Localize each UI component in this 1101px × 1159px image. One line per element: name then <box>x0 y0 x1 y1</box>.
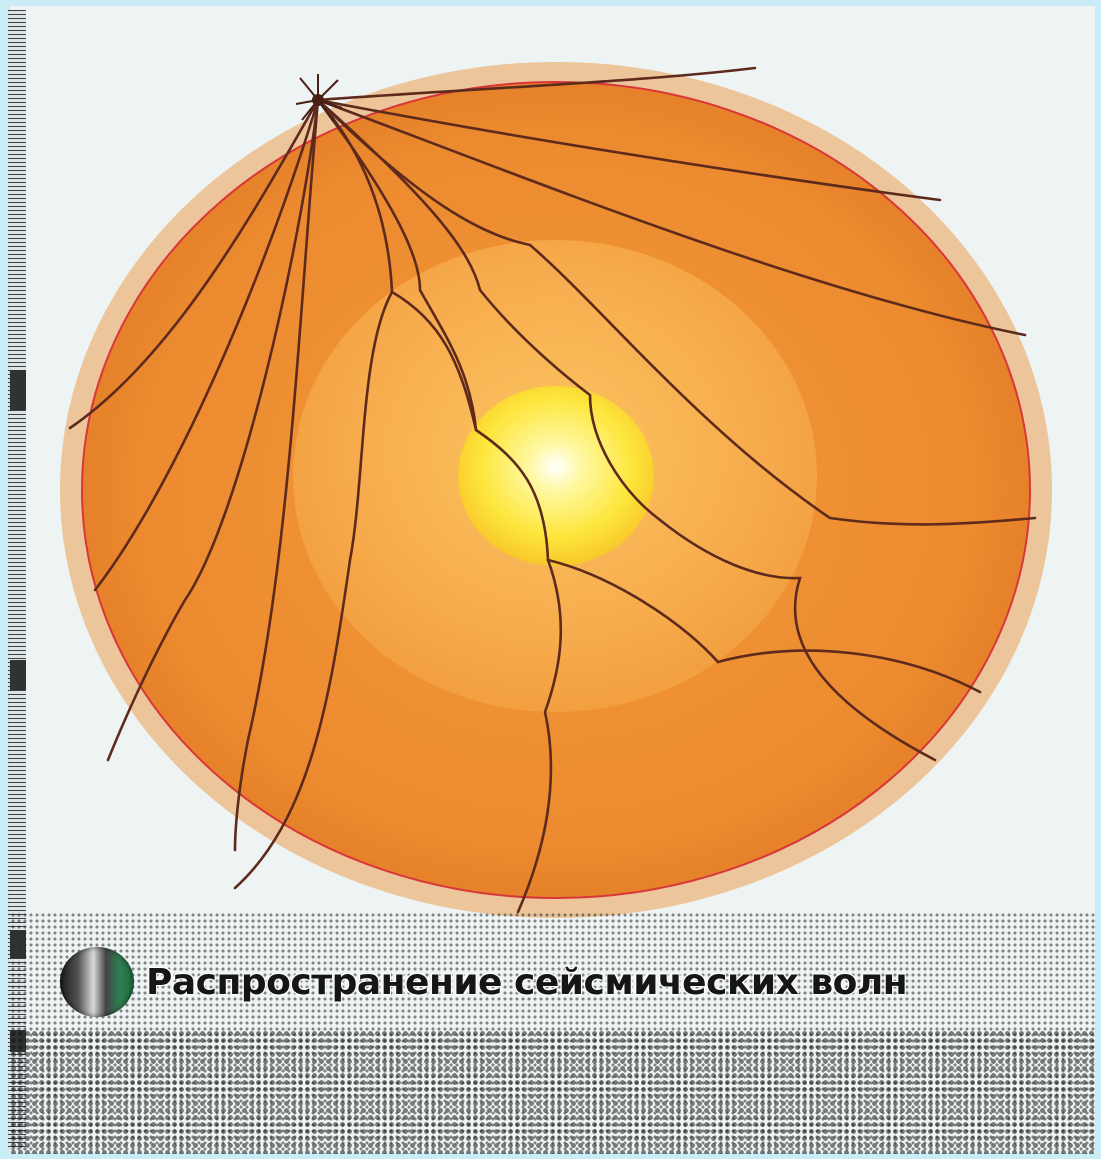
caption-row: Распространение сейсмических волн <box>60 946 907 1018</box>
earth-inner-core <box>458 386 654 566</box>
sphere-bullet-icon <box>60 947 134 1017</box>
earth-seismic-diagram <box>0 0 1101 940</box>
halftone-band-dark <box>10 1030 1095 1154</box>
figure-caption: Распространение сейсмических волн <box>146 962 907 1003</box>
